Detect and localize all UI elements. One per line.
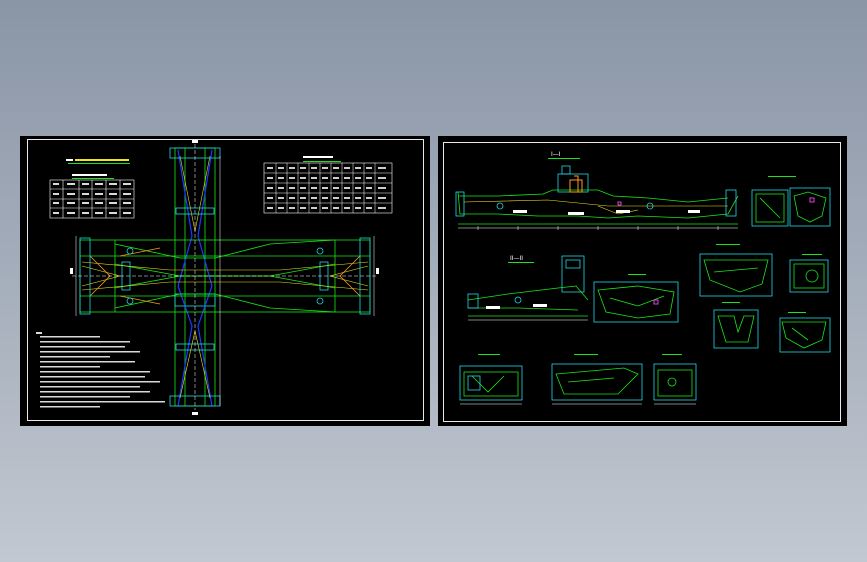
- detail-middle: [593, 274, 679, 323]
- plan-view-drawing: [36, 140, 393, 415]
- water-level-table: [49, 159, 135, 219]
- detail-small-1: [713, 302, 759, 349]
- drawing-frame: [443, 142, 841, 422]
- section-2-title: II—II: [510, 255, 523, 262]
- detail-right-upper: [699, 244, 773, 297]
- detail-bottom-1: [459, 354, 523, 405]
- detail-bottom-3: [653, 354, 697, 405]
- section-2-2: II—II: [467, 255, 589, 321]
- cross-plan-view: [70, 140, 379, 415]
- section-1-1: I—I: [455, 151, 739, 230]
- sections-sheet: I—I: [438, 136, 847, 426]
- section-1-title: I—I: [551, 151, 561, 158]
- detail-small-2: [779, 312, 831, 353]
- detail-top-right: [751, 176, 831, 227]
- detail-right-side: [789, 254, 829, 293]
- sections-drawing: I—I: [455, 151, 831, 405]
- detail-bottom-2: [551, 354, 643, 405]
- plan-view-sheet: [20, 136, 430, 426]
- general-notes: [36, 332, 165, 408]
- quantities-table: [263, 156, 393, 214]
- drawing-frame: [27, 139, 424, 421]
